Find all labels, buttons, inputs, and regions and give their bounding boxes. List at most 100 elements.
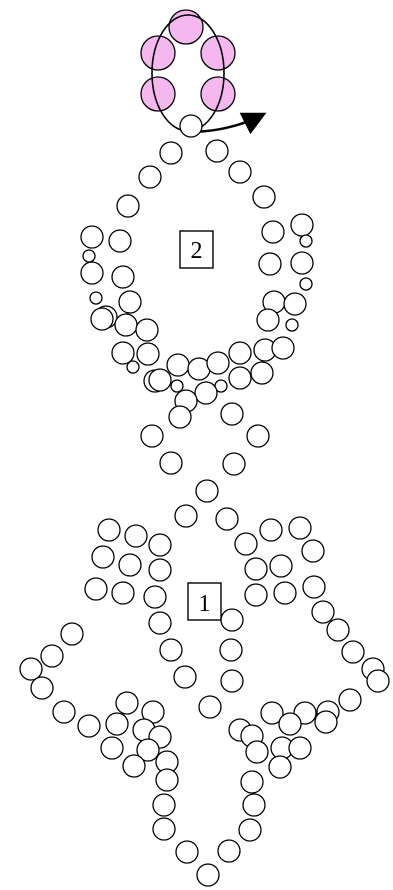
bead bbox=[245, 740, 269, 764]
bead bbox=[258, 252, 282, 276]
bead bbox=[228, 341, 252, 365]
bead bbox=[215, 507, 239, 531]
bead bbox=[302, 575, 326, 599]
bead bbox=[290, 213, 314, 237]
pink-bead bbox=[168, 9, 204, 45]
bead bbox=[217, 839, 241, 863]
bead bbox=[166, 353, 190, 377]
bead bbox=[338, 688, 362, 712]
bead bbox=[90, 307, 114, 331]
bead bbox=[159, 141, 183, 165]
bead bbox=[124, 524, 148, 548]
bead bbox=[108, 229, 132, 253]
pink-bead bbox=[200, 35, 236, 71]
bead bbox=[195, 479, 219, 503]
bead bbox=[52, 700, 76, 724]
bead-layer bbox=[19, 114, 390, 887]
bead bbox=[228, 160, 252, 184]
bead bbox=[206, 351, 230, 375]
bead bbox=[220, 402, 244, 426]
bead bbox=[77, 714, 101, 738]
bead bbox=[40, 644, 64, 668]
bead bbox=[269, 554, 293, 578]
bead bbox=[155, 768, 179, 792]
seed-bead bbox=[170, 379, 184, 393]
bead bbox=[234, 532, 258, 556]
bead bbox=[97, 518, 121, 542]
bead bbox=[174, 504, 198, 528]
bead bbox=[261, 220, 285, 244]
bead bbox=[111, 581, 135, 605]
bead bbox=[238, 818, 262, 842]
motif-1-label: 1 bbox=[199, 591, 211, 617]
bead bbox=[114, 313, 138, 337]
bead bbox=[152, 817, 176, 841]
bead bbox=[148, 558, 172, 582]
bead bbox=[80, 261, 104, 285]
bead bbox=[228, 366, 252, 390]
bead bbox=[136, 738, 160, 762]
bead bbox=[301, 539, 325, 563]
motif-2-box bbox=[179, 230, 214, 269]
bead bbox=[205, 139, 229, 163]
bead bbox=[84, 577, 108, 601]
bead bbox=[244, 557, 268, 581]
pink-bead bbox=[200, 76, 236, 112]
bead bbox=[115, 691, 139, 715]
bead bbox=[311, 600, 335, 624]
bead bbox=[136, 342, 160, 366]
bead bbox=[148, 611, 172, 635]
bead bbox=[283, 292, 307, 316]
bead bbox=[135, 318, 159, 342]
bead bbox=[19, 657, 43, 681]
bead bbox=[148, 368, 172, 392]
seed-bead bbox=[299, 234, 313, 248]
bead bbox=[222, 452, 246, 476]
bead bbox=[219, 638, 243, 662]
bead bbox=[159, 451, 183, 475]
bead bbox=[252, 185, 276, 209]
bead bbox=[118, 290, 142, 314]
bead bbox=[256, 308, 280, 332]
pink-bead bbox=[140, 76, 176, 112]
bead bbox=[30, 676, 54, 700]
bead bbox=[122, 754, 146, 778]
bead bbox=[111, 265, 135, 289]
bead bbox=[179, 114, 203, 138]
bead bbox=[143, 585, 167, 609]
bead bbox=[288, 516, 312, 540]
bead bbox=[80, 225, 104, 249]
bead bbox=[268, 755, 292, 779]
bead bbox=[366, 669, 390, 693]
bead bbox=[314, 710, 338, 734]
bead bbox=[159, 638, 183, 662]
bead bbox=[271, 336, 295, 360]
bead bbox=[138, 165, 162, 189]
bead bbox=[118, 553, 142, 577]
bead bbox=[60, 622, 84, 646]
bead bbox=[244, 583, 268, 607]
bead bbox=[290, 251, 314, 275]
bead bbox=[91, 545, 115, 569]
bead bbox=[116, 194, 140, 218]
bead bbox=[175, 840, 199, 864]
bead bbox=[100, 736, 124, 760]
bead bbox=[326, 618, 350, 642]
bead bbox=[105, 712, 129, 736]
bead bbox=[288, 736, 312, 760]
motif-1-box bbox=[187, 582, 222, 621]
seed-bead bbox=[89, 291, 103, 305]
bead bbox=[198, 695, 222, 719]
bead bbox=[196, 863, 220, 887]
bead bbox=[259, 518, 283, 542]
bead bbox=[246, 424, 270, 448]
bead bbox=[240, 770, 264, 794]
seed-bead bbox=[285, 318, 299, 332]
bead bbox=[260, 701, 284, 725]
motif-2-label: 2 bbox=[191, 238, 203, 264]
pink-bead bbox=[140, 35, 176, 71]
bead bbox=[273, 581, 297, 605]
seed-bead bbox=[126, 360, 140, 374]
bead bbox=[194, 381, 218, 405]
